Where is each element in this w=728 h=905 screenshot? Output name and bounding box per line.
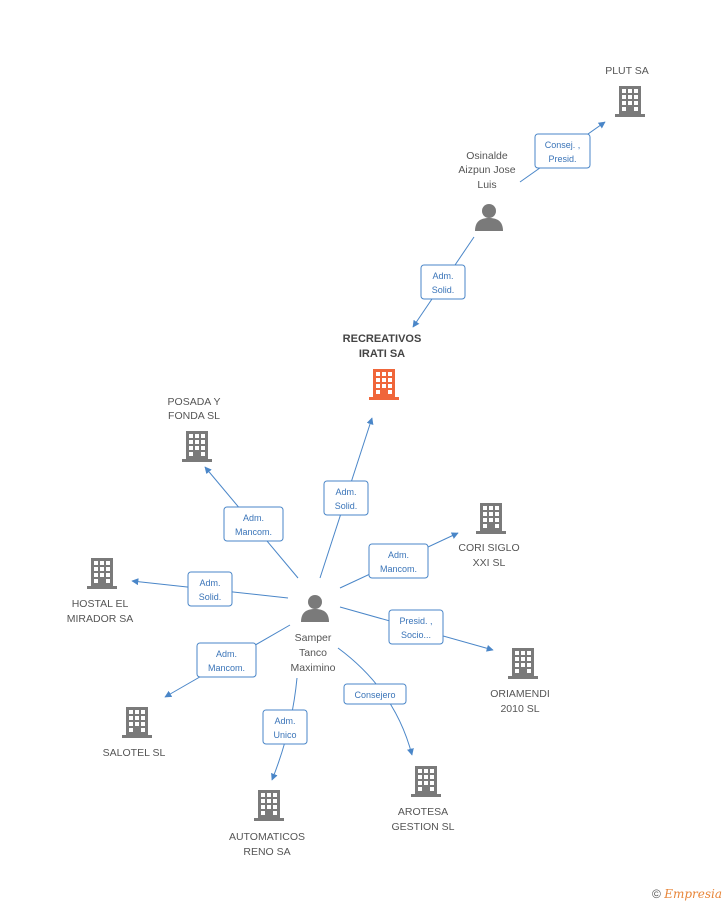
node-salotel-sl[interactable]: SALOTEL SL [103,707,166,759]
building-icon [122,707,152,738]
nodes: PLUT SA Osinalde Aizpun Jose Luis RECREA… [67,65,649,858]
building-icon [87,558,117,589]
svg-text:HOSTAL EL: HOSTAL EL [72,598,129,610]
svg-text:Maximino: Maximino [291,662,336,674]
relation-samper-automaticos[interactable]: Adm. Unico [262,709,308,745]
relation-samper-arotesa[interactable]: Consejero [343,683,407,705]
svg-text:MIRADOR SA: MIRADOR SA [67,613,134,625]
svg-text:2010 SL: 2010 SL [500,703,539,715]
node-arotesa-gestion-sl[interactable]: AROTESA GESTION SL [391,766,455,833]
svg-text:Adm.: Adm. [388,550,409,560]
svg-text:XXI SL: XXI SL [473,557,506,569]
svg-text:RECREATIVOS: RECREATIVOS [343,333,422,345]
node-cori-siglo-xxi-sl[interactable]: CORI SIGLO XXI SL [458,503,520,569]
svg-text:POSADA Y: POSADA Y [168,396,221,408]
copyright-symbol: © [652,887,661,901]
footer-credit: © Empresia [652,887,722,901]
relation-samper-posada[interactable]: Adm. Mancom. [223,506,284,542]
svg-text:Unico: Unico [273,730,296,740]
relation-osinalde-plut[interactable]: Consej. , Presid. [534,133,591,169]
svg-text:GESTION SL: GESTION SL [391,821,454,833]
person-icon [301,595,329,622]
relation-samper-oriamendi[interactable]: Presid. , Socio... [388,609,444,645]
svg-text:Tanco: Tanco [299,647,327,659]
svg-text:Socio...: Socio... [401,630,431,640]
building-icon [411,766,441,797]
building-icon [369,369,399,400]
svg-text:Aizpun Jose: Aizpun Jose [458,164,515,176]
person-icon [475,204,503,231]
node-plut-sa[interactable]: PLUT SA [605,65,649,117]
node-osinalde-aizpun-jose-luis[interactable]: Osinalde Aizpun Jose Luis [458,150,516,231]
building-icon [476,503,506,534]
building-icon [508,648,538,679]
node-automaticos-reno-sa[interactable]: AUTOMATICOS RENO SA [229,790,305,858]
node-samper-tanco-maximino[interactable]: Samper Tanco Maximino [291,595,336,674]
svg-text:SALOTEL SL: SALOTEL SL [103,747,166,759]
svg-text:Presid. ,: Presid. , [399,616,432,626]
svg-text:Adm.: Adm. [199,578,220,588]
relation-samper-recreativos[interactable]: Adm. Solid. [323,480,369,516]
building-icon [182,431,212,462]
svg-text:AUTOMATICOS: AUTOMATICOS [229,831,305,843]
relation-samper-salotel[interactable]: Adm. Mancom. [196,642,257,678]
svg-text:FONDA SL: FONDA SL [168,410,220,422]
node-posada-y-fonda-sl[interactable]: POSADA Y FONDA SL [168,396,221,462]
svg-text:Mancom.: Mancom. [380,564,417,574]
svg-text:Luis: Luis [477,179,496,191]
brand-logo[interactable]: Empresia [664,887,722,901]
building-icon [254,790,284,821]
svg-text:Solid.: Solid. [335,501,358,511]
svg-text:Adm.: Adm. [432,271,453,281]
svg-text:PLUT SA: PLUT SA [605,65,649,77]
relation-samper-hostal[interactable]: Adm. Solid. [187,571,233,607]
svg-text:Solid.: Solid. [432,285,455,295]
svg-text:Adm.: Adm. [335,487,356,497]
relation-labels: Consej. , Presid. Adm. Solid. Adm. Solid… [187,133,591,745]
svg-text:Mancom.: Mancom. [235,527,272,537]
relation-samper-cori[interactable]: Adm. Mancom. [368,543,429,579]
svg-text:Solid.: Solid. [199,592,222,602]
building-icon [615,86,645,117]
svg-text:Adm.: Adm. [216,649,237,659]
relation-osinalde-recreativos[interactable]: Adm. Solid. [420,264,466,300]
svg-text:Mancom.: Mancom. [208,663,245,673]
node-hostal-el-mirador-sa[interactable]: HOSTAL EL MIRADOR SA [67,558,134,625]
svg-text:Adm.: Adm. [243,513,264,523]
node-oriamendi-2010-sl[interactable]: ORIAMENDI 2010 SL [490,648,550,715]
svg-text:IRATI SA: IRATI SA [359,348,405,360]
svg-text:RENO SA: RENO SA [243,846,290,858]
svg-text:Osinalde: Osinalde [466,150,508,162]
svg-text:ORIAMENDI: ORIAMENDI [490,688,550,700]
svg-text:AROTESA: AROTESA [398,806,448,818]
node-recreativos-irati-sa[interactable]: RECREATIVOS IRATI SA [343,333,422,400]
svg-text:Consejero: Consejero [354,690,395,700]
svg-text:Adm.: Adm. [274,716,295,726]
svg-text:Consej. ,: Consej. , [545,140,581,150]
svg-text:Samper: Samper [295,632,332,644]
svg-text:Presid.: Presid. [548,154,576,164]
svg-text:CORI SIGLO: CORI SIGLO [458,542,519,554]
